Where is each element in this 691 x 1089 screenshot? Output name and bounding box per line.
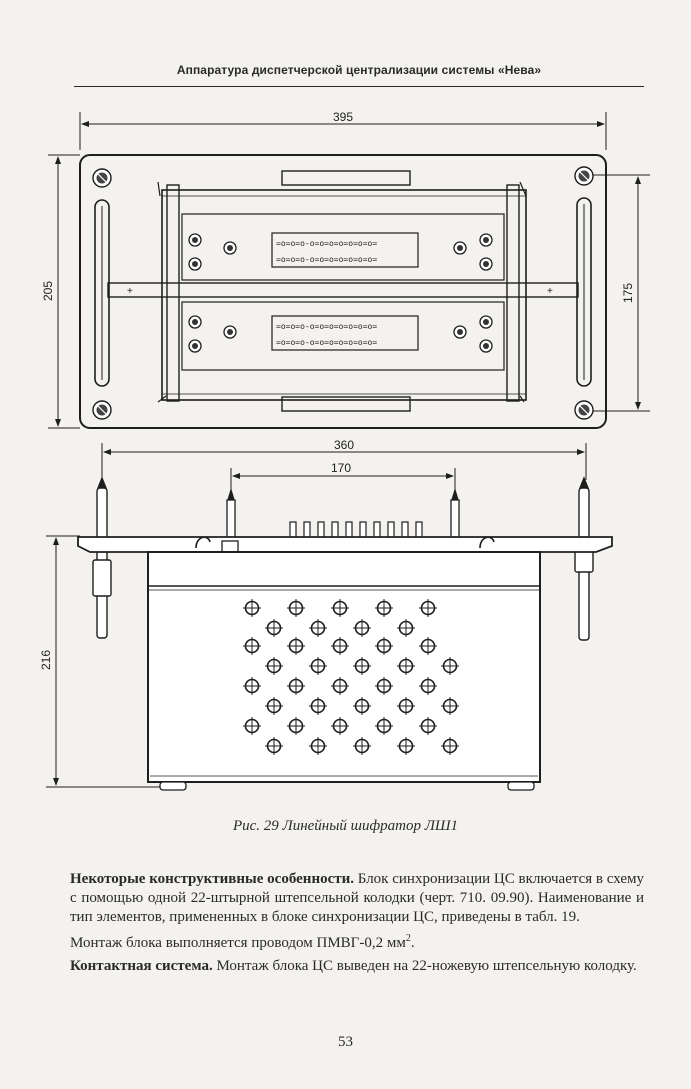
paragraph-2: Монтаж блока выполняется проводом ПМВГ-0… [70, 929, 644, 953]
side-view: 360 170 216 [39, 438, 613, 791]
svg-text:+: + [547, 286, 553, 297]
paragraph-2-sup: 2 [405, 933, 411, 944]
svg-text:=o=o=o-o=o=o=o=o=o=o=: =o=o=o-o=o=o=o=o=o=o= [276, 255, 377, 264]
paragraph-1: Некоторые конструктивные особенности. Бл… [70, 870, 644, 927]
svg-text:=o=o=o-o=o=o=o=o=o=o=: =o=o=o-o=o=o=o=o=o=o= [276, 338, 377, 347]
dim-side-width: 360 [334, 438, 354, 452]
dim-top-inner-height: 175 [621, 283, 635, 303]
dim-top-height: 205 [41, 281, 55, 301]
svg-text:=o=o=o-o=o=o=o=o=o=o=: =o=o=o-o=o=o=o=o=o=o= [276, 322, 377, 331]
body-text: Некоторые конструктивные особенности. Бл… [70, 870, 644, 976]
dim-top-width: 395 [333, 110, 353, 124]
dim-side-height: 216 [39, 650, 53, 670]
paragraph-2-text: Монтаж блока выполняется проводом ПМВГ-0… [70, 935, 406, 951]
page-number: 53 [338, 1034, 353, 1050]
top-view: 395 205 175 + + [41, 110, 650, 429]
paragraph-3-text: Монтаж блока ЦС выведен на 22-ножевую шт… [212, 958, 637, 974]
figure-caption: Рис. 29 Линейный шифратор ЛШ1 [232, 818, 459, 834]
header-rule [74, 86, 644, 87]
paragraph-2-end: . [410, 935, 415, 951]
paragraph-3-lead: Контактная система. [70, 958, 213, 974]
paragraph-3: Контактная система. Монтаж блока ЦС выве… [70, 957, 644, 976]
paragraph-1-lead: Некоторые конструктивные особенности. [70, 871, 355, 887]
running-header: Аппаратура диспетчерской централизации с… [176, 63, 542, 77]
svg-text:=o=o=o-o=o=o=o=o=o=o=: =o=o=o-o=o=o=o=o=o=o= [276, 239, 377, 248]
paragraph-1-text: Блок синхронизации ЦС включается в схему… [70, 871, 645, 925]
svg-text:+: + [127, 286, 133, 297]
dim-side-inner-width: 170 [331, 461, 351, 475]
technical-drawing: 395 205 175 + + [39, 110, 650, 791]
